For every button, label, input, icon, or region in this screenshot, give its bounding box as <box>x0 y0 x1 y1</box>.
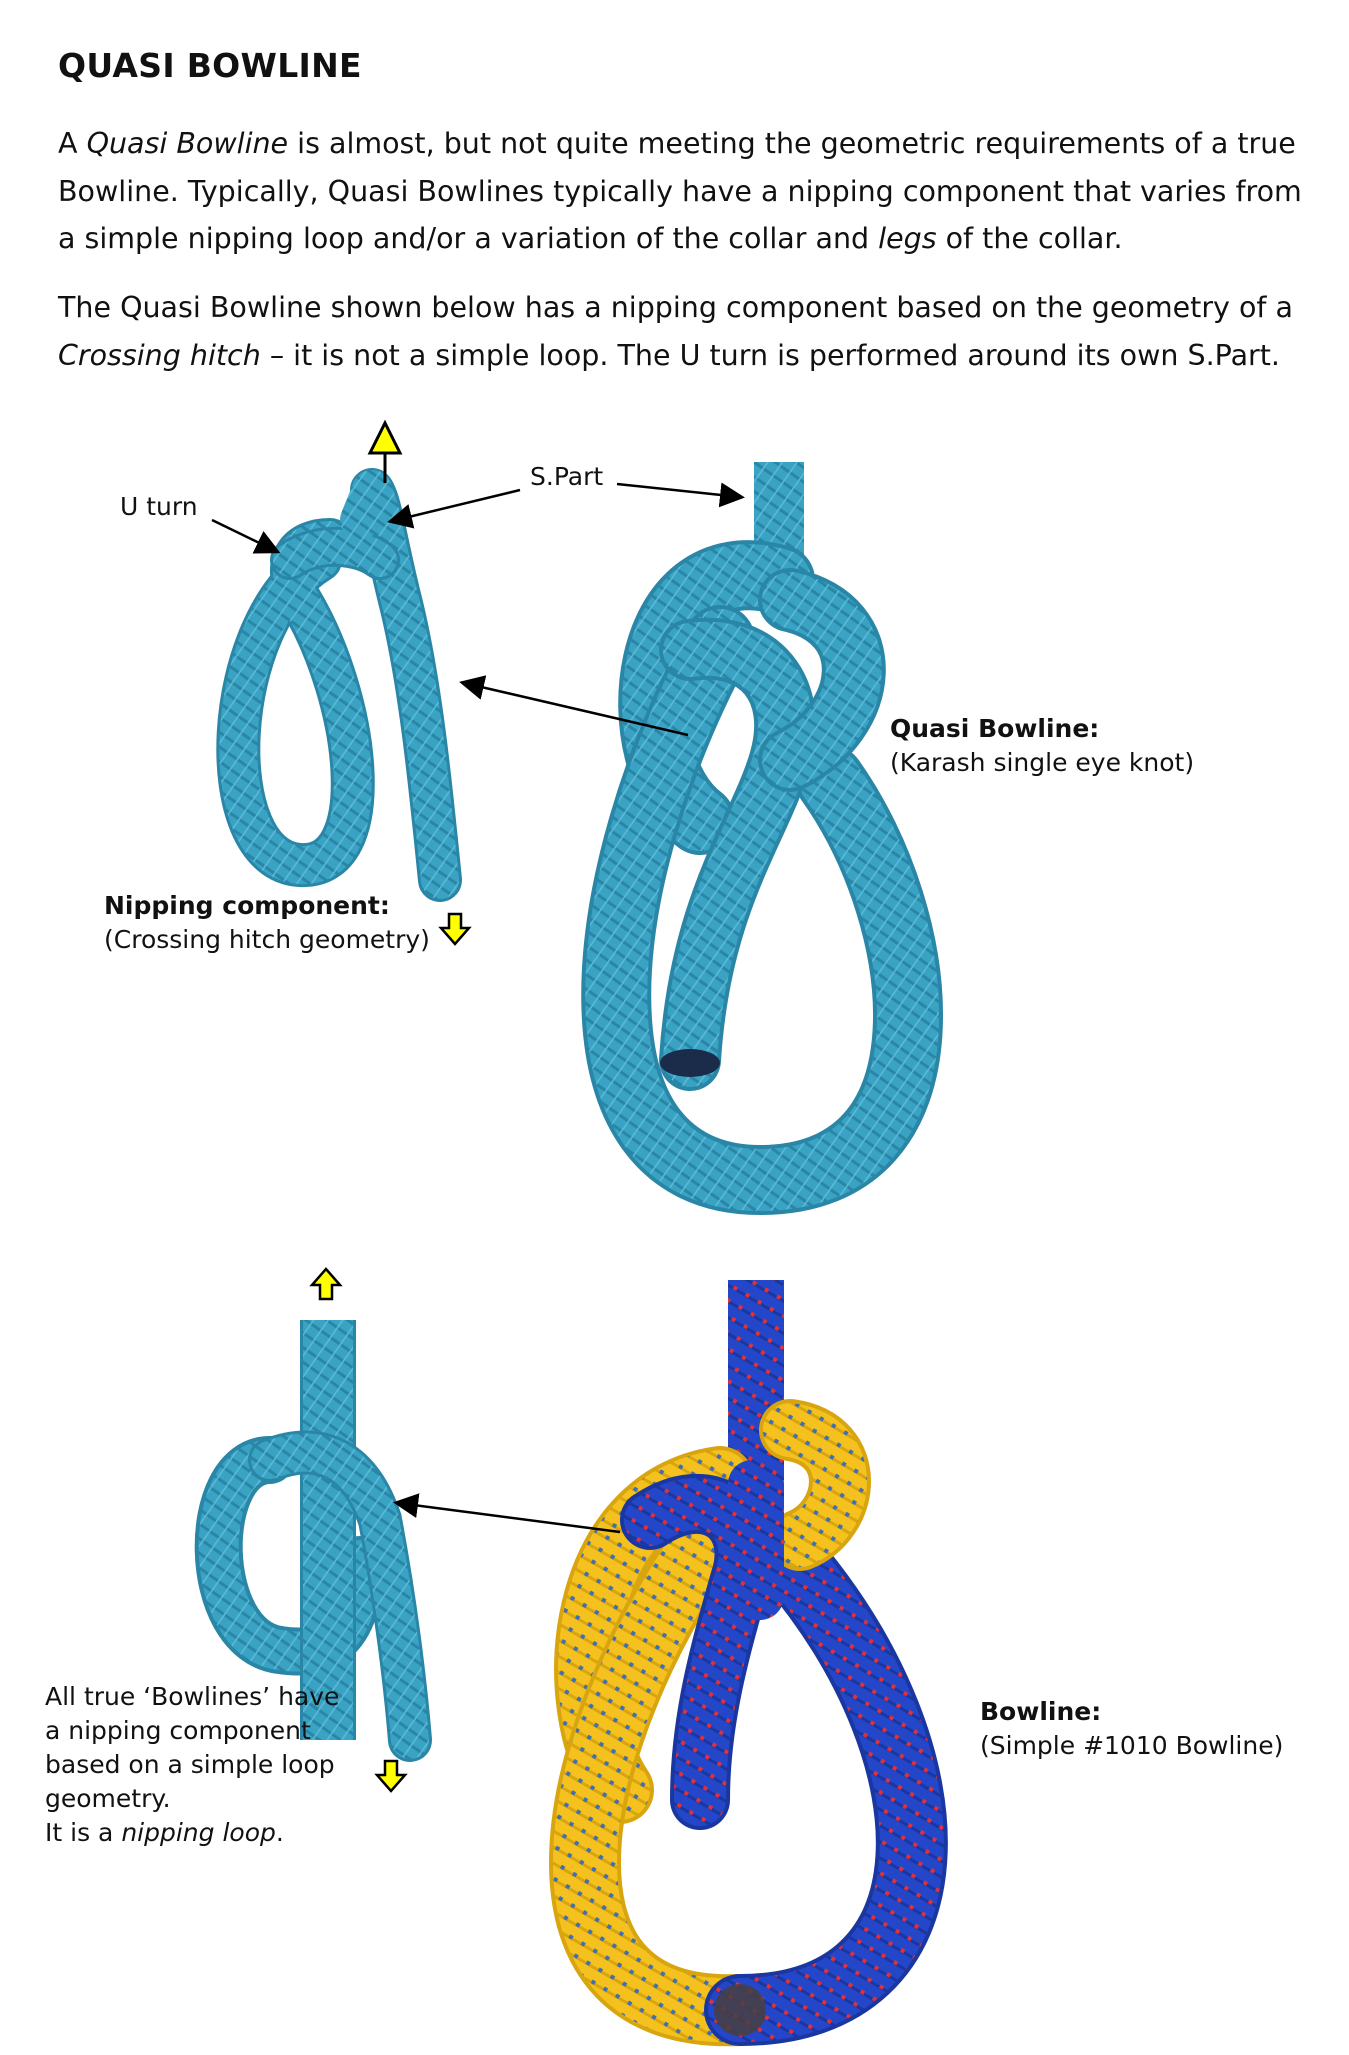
quasi-bowline-title: Quasi Bowline: <box>890 714 1100 743</box>
s-part-pointer-right <box>616 482 745 508</box>
bowline-subtitle: (Simple #1010 Bowline) <box>980 1731 1284 1760</box>
u-turn-label: U turn <box>120 492 198 521</box>
nipping-comparison-pointer-2 <box>393 1493 621 1534</box>
karash-knot-rope <box>581 462 943 1216</box>
bowline-rope <box>549 1280 948 2047</box>
s-part-label: S.Part <box>530 462 604 491</box>
quasi-bowline-caption: Quasi Bowline: (Karash single eye knot) <box>890 712 1194 780</box>
nipping-loop-rope <box>194 1320 432 1762</box>
intro-paragraph-2: The Quasi Bowline shown below has a nipp… <box>58 291 1293 372</box>
pull-down-arrow-icon-2 <box>374 1759 408 1793</box>
nipping-component-caption: Nipping component: (Crossing hitch geome… <box>104 889 430 957</box>
s-part-pointer-left <box>387 488 521 529</box>
nipping-component-subtitle: (Crossing hitch geometry) <box>104 925 430 954</box>
nipping-comparison-pointer-1 <box>459 675 689 737</box>
bowline-title: Bowline: <box>980 1697 1102 1726</box>
pull-up-arrow-icon-2 <box>309 1267 343 1301</box>
pull-up-arrow-icon <box>367 419 403 483</box>
nipping-component-title: Nipping component: <box>104 891 390 920</box>
pull-down-arrow-icon <box>438 912 472 946</box>
quasi-bowline-subtitle: (Karash single eye knot) <box>890 748 1195 777</box>
crossing-hitch-rope <box>216 468 462 902</box>
u-turn-pointer <box>211 518 281 554</box>
intro-paragraph-1: A Quasi Bowline is almost, but not quite… <box>58 127 1302 255</box>
bowline-caption: Bowline: (Simple #1010 Bowline) <box>980 1695 1283 1763</box>
page-title: QUASI BOWLINE <box>58 46 362 85</box>
bowline-note: All true ‘Bowlines’ have a nipping compo… <box>45 1682 340 1847</box>
